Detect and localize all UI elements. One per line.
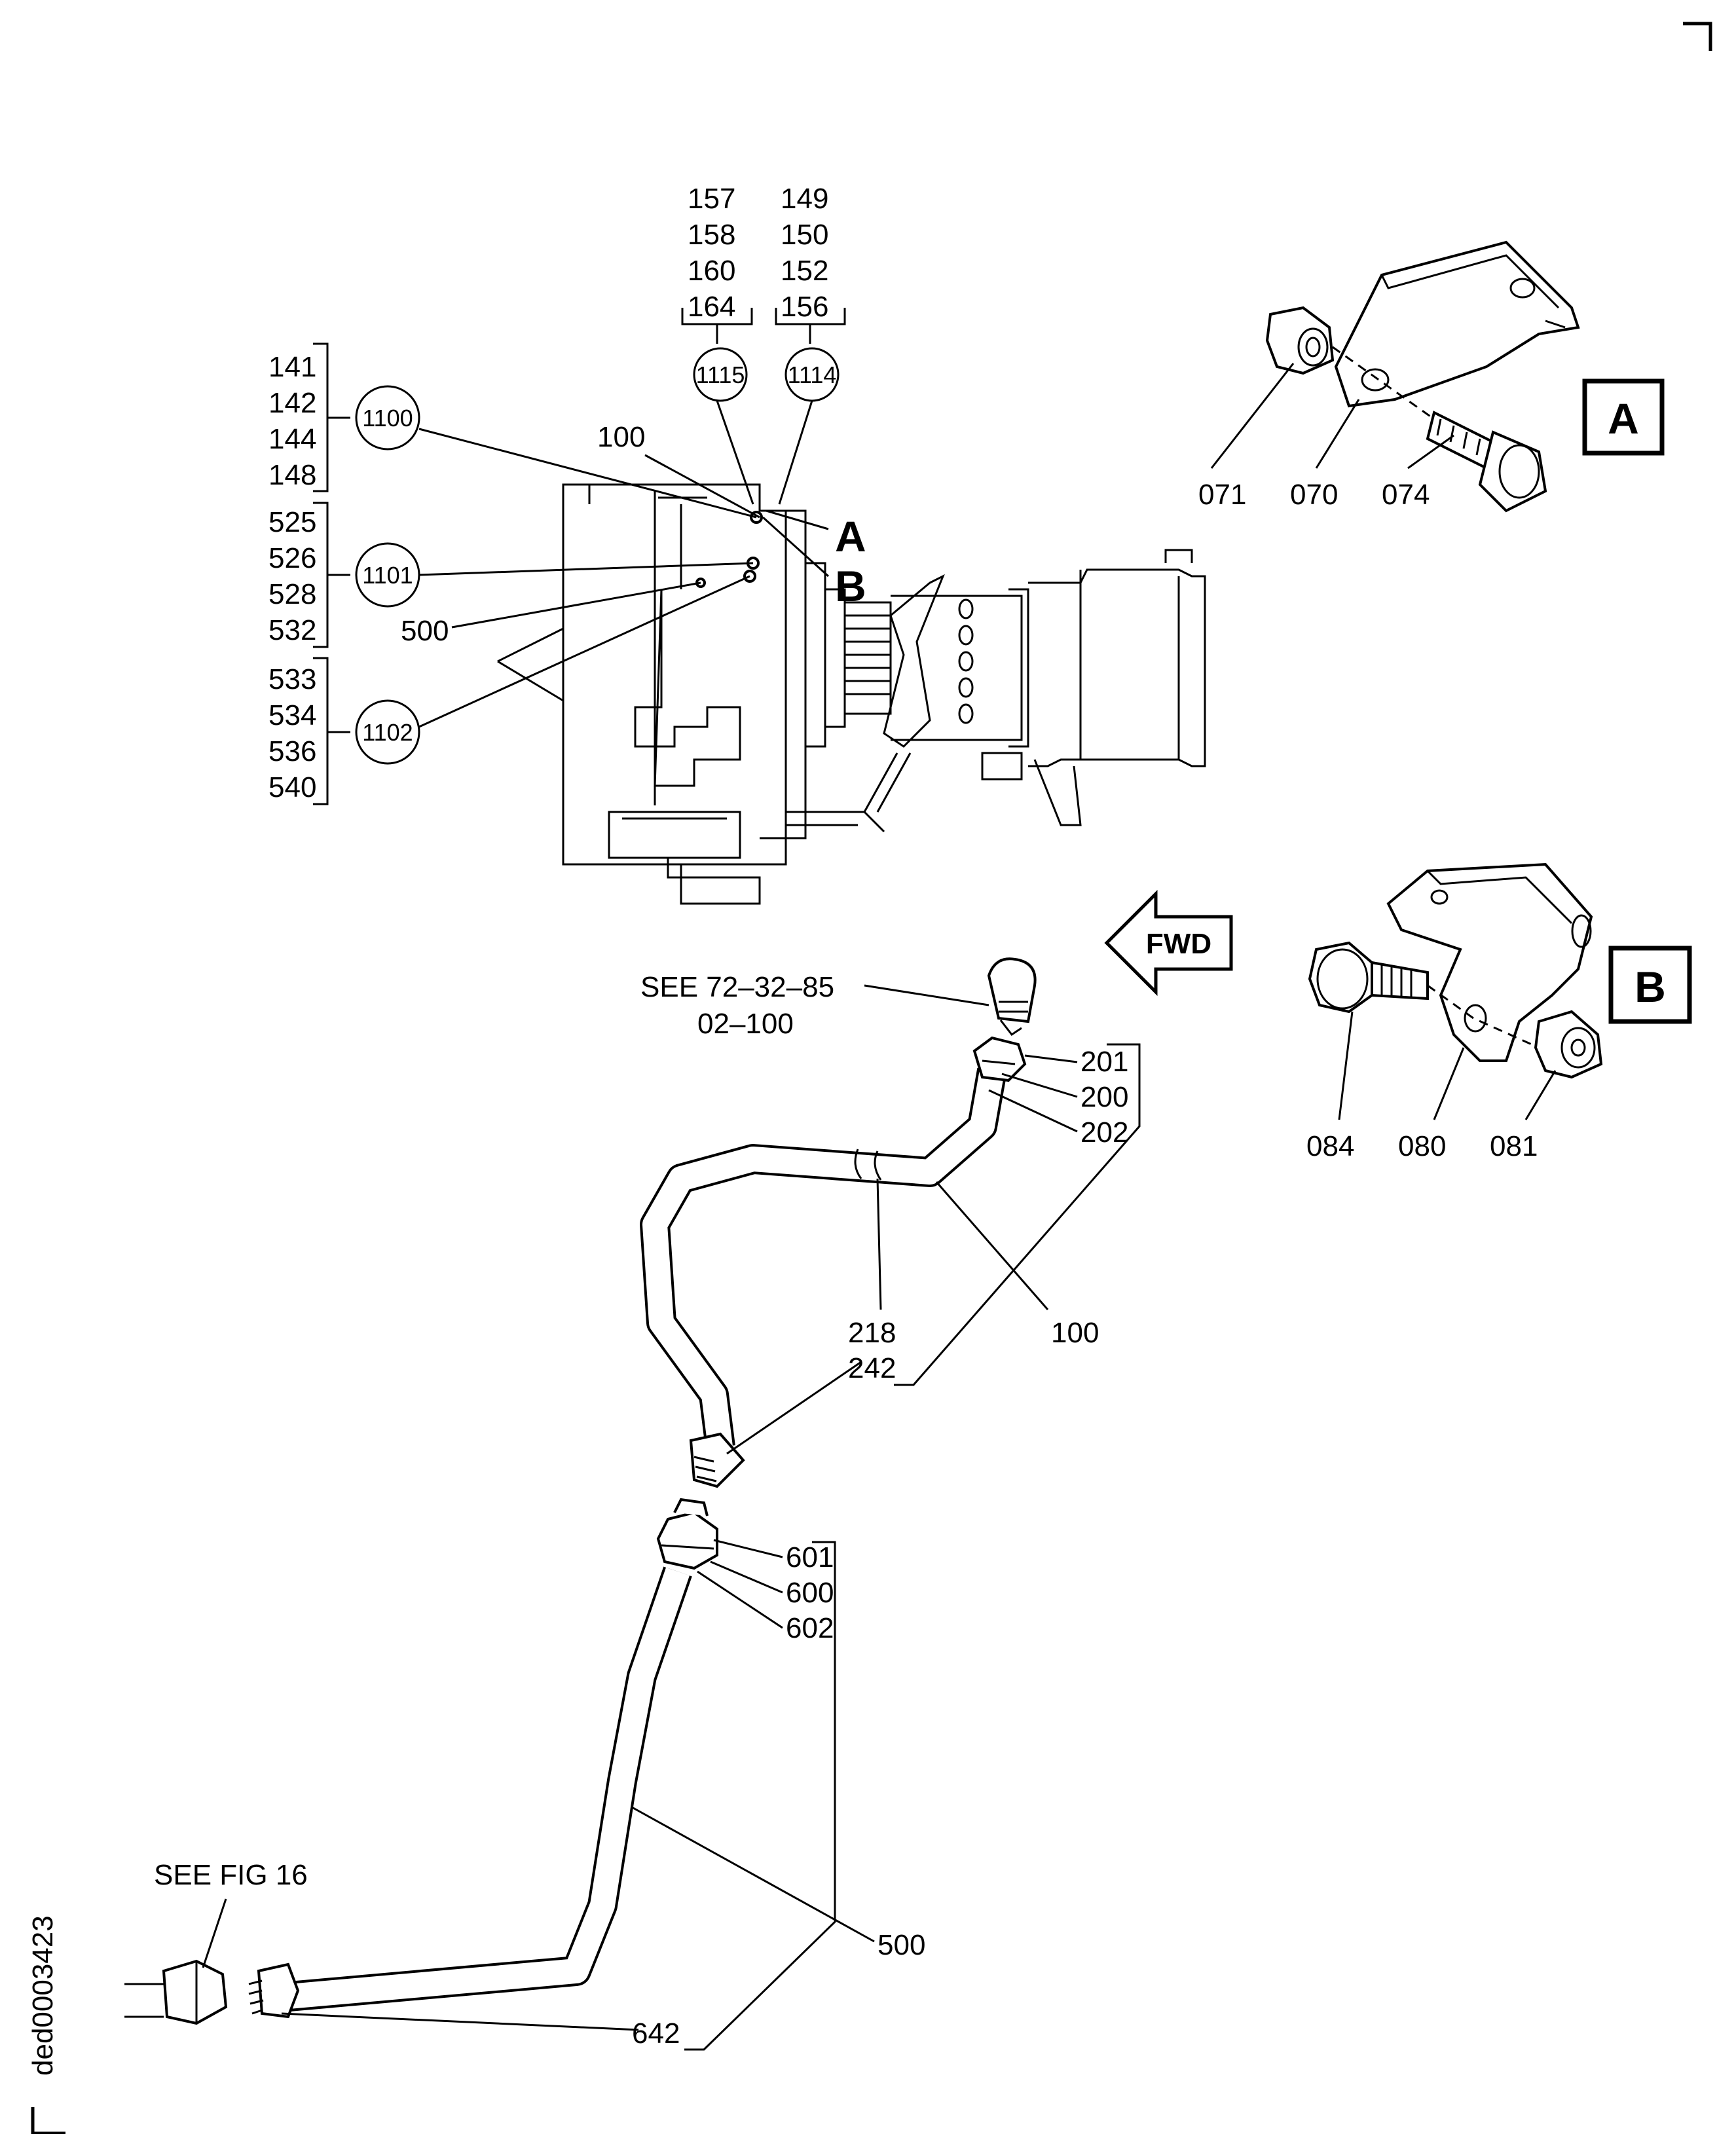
- see-ref-line1: SEE 72–32–85: [640, 971, 834, 1003]
- label-200: 200: [1080, 1081, 1128, 1113]
- top-ref-left-col: 157 158 160 164: [681, 183, 753, 344]
- svg-text:528: 528: [268, 578, 316, 610]
- svg-text:141: 141: [268, 351, 316, 383]
- lower-tube-leaders: [202, 1539, 875, 2051]
- circle-ref-1102: [355, 699, 420, 765]
- corner-mark-top-right: [1683, 22, 1712, 51]
- label-100: 100: [1051, 1317, 1099, 1349]
- circle-ref-1100: [355, 385, 420, 451]
- ref-150: 150: [781, 219, 828, 251]
- engine-label-100: 100: [597, 421, 645, 453]
- detail-b-bolt-084: [1308, 941, 1429, 1014]
- svg-text:532: 532: [268, 614, 316, 646]
- label-080: 080: [1398, 1130, 1446, 1162]
- detail-b-centerline: [1427, 984, 1540, 1049]
- drawing-id: ded0003423: [27, 1915, 59, 2076]
- detail-a-box: A: [1582, 378, 1665, 456]
- svg-text:FWD: FWD: [1146, 928, 1211, 960]
- label-242: 242: [848, 1352, 896, 1384]
- ref-158: 158: [688, 219, 735, 251]
- left-group-3: 533 534 536 540 1102: [268, 657, 420, 805]
- svg-text:1100: 1100: [362, 405, 413, 432]
- svg-text:540: 540: [268, 771, 316, 803]
- label-081: 081: [1490, 1130, 1538, 1162]
- detail-callout-b: B: [835, 562, 866, 610]
- detail-a-centerline: [1332, 346, 1435, 420]
- upper-tube-leaders: [726, 1043, 1141, 1455]
- svg-text:534: 534: [268, 699, 316, 731]
- detail-a-bracket: [1334, 240, 1580, 408]
- label-071: 071: [1198, 479, 1246, 511]
- label-202: 202: [1080, 1116, 1128, 1149]
- label-084: 084: [1306, 1130, 1354, 1162]
- label-218: 218: [848, 1317, 896, 1349]
- svg-text:1101: 1101: [362, 562, 413, 589]
- svg-text:1114: 1114: [788, 361, 837, 388]
- detail-a-leaders: [1210, 363, 1454, 469]
- see-ref-line2: 02–100: [697, 1008, 794, 1040]
- detail-b-leaders: [1338, 1011, 1557, 1120]
- svg-text:148: 148: [268, 459, 316, 491]
- see-fig-ref: SEE FIG 16: [154, 1859, 308, 1891]
- svg-text:526: 526: [268, 542, 316, 574]
- left-group-2: 525 526 528 532 1101: [268, 502, 420, 648]
- svg-text:536: 536: [268, 735, 316, 767]
- engine-leaders: [418, 400, 830, 728]
- ref-157: 157: [688, 183, 735, 215]
- lower-tube-500: [280, 1566, 692, 2012]
- detail-b-nut-081: [1534, 1010, 1603, 1079]
- svg-text:1115: 1115: [696, 361, 745, 388]
- upper-tube-100: [640, 1068, 1007, 1449]
- fitting-cap: [987, 957, 1037, 1037]
- ref-149: 149: [781, 183, 828, 215]
- top-ref-right-col: 149 150 152 156: [775, 183, 846, 344]
- corner-mark-bottom-left: [31, 2107, 65, 2134]
- detail-a-nut-071: [1265, 306, 1335, 375]
- svg-text:142: 142: [268, 387, 316, 419]
- circle-ref-1114: 1114: [785, 347, 840, 402]
- detail-callout-a: A: [835, 512, 866, 561]
- label-201: 201: [1080, 1046, 1128, 1078]
- adjacent-hose-nut: [124, 1959, 228, 2025]
- svg-text:B: B: [1634, 963, 1666, 1011]
- svg-text:1102: 1102: [362, 719, 413, 746]
- label-642: 642: [632, 2017, 680, 2050]
- svg-text:533: 533: [268, 663, 316, 695]
- fwd-arrow: FWD: [1104, 889, 1233, 997]
- svg-text:525: 525: [268, 506, 316, 538]
- label-602: 602: [786, 1612, 834, 1644]
- lower-tube-nut-601: [656, 1498, 718, 1570]
- detail-b-bracket: [1386, 862, 1593, 1062]
- detail-a-bolt-074: [1426, 411, 1547, 513]
- circle-ref-1115: 1115: [693, 347, 748, 402]
- label-601: 601: [786, 1541, 834, 1573]
- ref-156: 156: [781, 291, 828, 323]
- upper-tube-end-fitting: [689, 1432, 745, 1488]
- lower-tube-end-fitting: [248, 1962, 300, 2019]
- ref-164: 164: [688, 291, 735, 323]
- engine-label-500: 500: [401, 615, 449, 647]
- label-074: 074: [1382, 479, 1430, 511]
- left-group-1: 141 142 144 148 1100: [268, 342, 420, 492]
- upper-tube-nut-201: [972, 1036, 1027, 1082]
- ref-160: 160: [688, 255, 735, 287]
- label-600: 600: [786, 1577, 834, 1609]
- svg-text:A: A: [1608, 394, 1639, 443]
- label-070: 070: [1290, 479, 1338, 511]
- label-500: 500: [877, 1929, 925, 1961]
- detail-b-box: B: [1608, 946, 1692, 1024]
- ref-152: 152: [781, 255, 828, 287]
- svg-text:144: 144: [268, 423, 316, 455]
- see-ref-leader: [864, 984, 989, 1006]
